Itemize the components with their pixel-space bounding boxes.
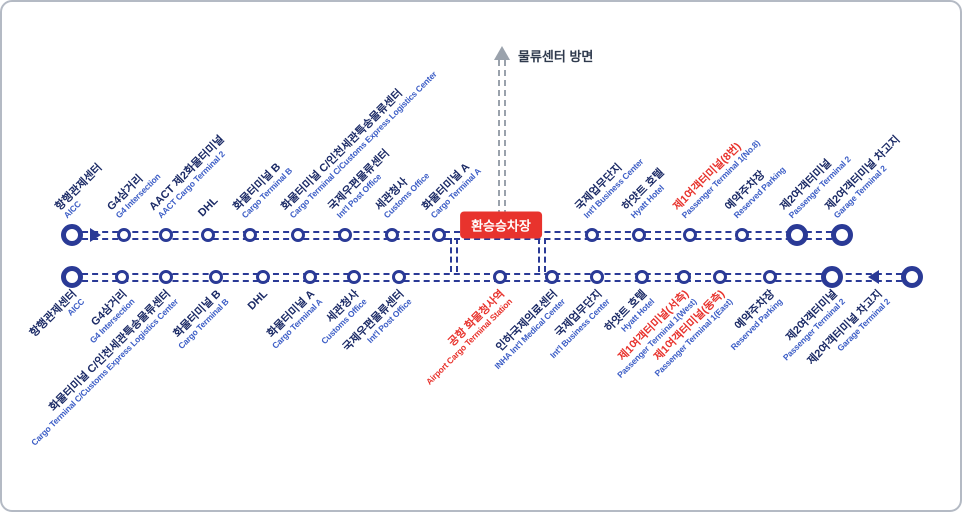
transfer-connector-line <box>538 238 546 272</box>
station-marker <box>201 228 215 242</box>
station-marker <box>635 270 649 284</box>
station-marker <box>243 228 257 242</box>
station-marker <box>493 270 507 284</box>
direction-arrow-icon <box>90 228 101 242</box>
station-marker <box>256 270 270 284</box>
station-marker <box>735 228 749 242</box>
station-marker <box>61 224 83 246</box>
station-label: DHL <box>246 288 271 313</box>
station-name-korean: DHL <box>246 288 271 313</box>
station-name-korean: DHL <box>196 195 221 220</box>
station-marker <box>115 270 129 284</box>
station-name-english: AACT Cargo Terminal 2 <box>155 148 227 220</box>
station-marker <box>117 228 131 242</box>
station-marker <box>392 270 406 284</box>
station-marker <box>786 224 808 246</box>
station-marker <box>683 228 697 242</box>
station-marker <box>303 270 317 284</box>
branch-destination-label: 물류센터 방면 <box>518 49 594 64</box>
branch-up-arrow-icon <box>494 46 510 60</box>
station-marker <box>677 270 691 284</box>
branch-line <box>498 60 506 216</box>
station-marker <box>763 270 777 284</box>
station-marker <box>590 270 604 284</box>
transfer-badge: 환승승차장 <box>460 211 542 239</box>
inbound-bottom-route-line <box>72 273 912 282</box>
station-marker <box>713 270 727 284</box>
station-marker <box>347 270 361 284</box>
station-marker <box>159 228 173 242</box>
station-marker <box>432 228 446 242</box>
station-marker <box>831 224 853 246</box>
outbound-top-route-line <box>72 231 842 240</box>
station-label: DHL <box>196 195 221 220</box>
station-marker <box>385 228 399 242</box>
station-marker <box>545 270 559 284</box>
station-marker <box>821 266 843 288</box>
station-marker <box>209 270 223 284</box>
station-marker <box>901 266 923 288</box>
station-marker <box>291 228 305 242</box>
station-marker <box>159 270 173 284</box>
station-marker <box>61 266 83 288</box>
station-marker <box>338 228 352 242</box>
transfer-connector-line <box>450 238 458 272</box>
station-marker <box>632 228 646 242</box>
direction-arrow-icon <box>868 270 879 284</box>
station-marker <box>585 228 599 242</box>
